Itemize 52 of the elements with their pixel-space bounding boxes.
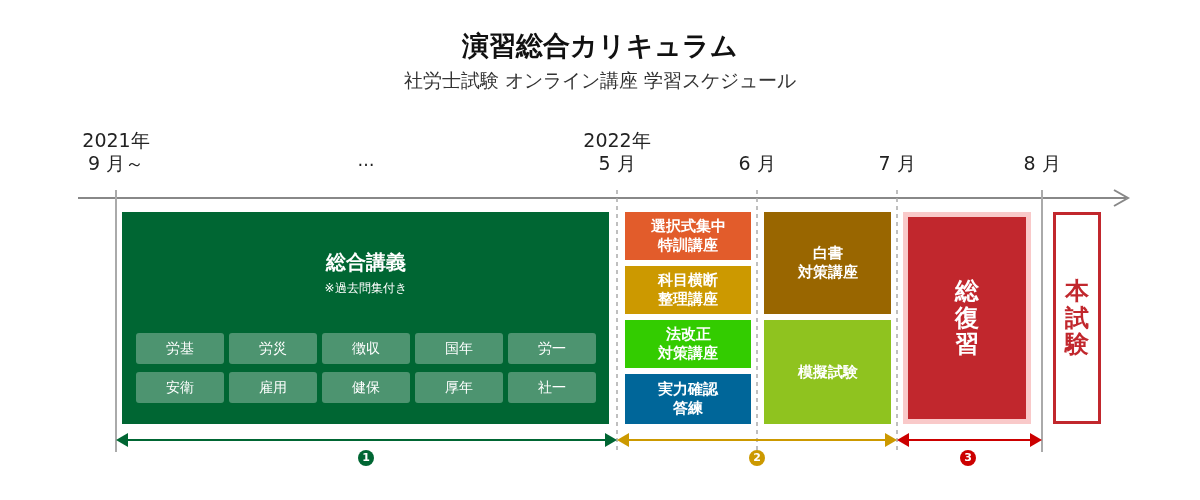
- course-box: [625, 374, 751, 424]
- node-label: 安衛: [166, 378, 194, 397]
- node-label: 選択式集中特訓講座: [650, 217, 726, 255]
- year-label: 2021年: [82, 128, 150, 153]
- node-label: 徴収: [352, 339, 380, 358]
- month-label: 6 月: [738, 151, 776, 176]
- ellipsis: …: [357, 150, 375, 170]
- node-label: 実力確認答練: [658, 380, 718, 418]
- node-label: 労基: [166, 339, 194, 358]
- exam-box: [1053, 212, 1101, 424]
- step-number: 2: [753, 450, 761, 466]
- course-panel: [122, 212, 609, 424]
- step-number: 3: [964, 450, 972, 466]
- title: 演習総合カリキュラム: [462, 29, 738, 63]
- node-label: 模擬試験: [797, 362, 858, 382]
- course-box: [764, 212, 891, 314]
- node-label: 法改正対策講座: [658, 325, 718, 363]
- subject-tag: [415, 372, 503, 403]
- node-label: 白書対策講座: [797, 244, 858, 282]
- node-label: 健保: [352, 378, 380, 397]
- subject-tag: [322, 372, 410, 403]
- month-label: 8 月: [1023, 151, 1061, 176]
- node-label: 雇用: [259, 378, 287, 397]
- subject-tag: [508, 372, 596, 403]
- node-label: 労災: [259, 339, 287, 358]
- subject-tag: [322, 333, 410, 364]
- month-label: 9 月～: [87, 151, 145, 176]
- subtitle: 社労士試験 オンライン講座 学習スケジュール: [403, 68, 797, 93]
- node-label: 総合講義: [325, 249, 406, 276]
- course-box: [625, 266, 751, 314]
- course-box: [625, 212, 751, 260]
- subject-tag: [229, 333, 317, 364]
- subject-tag: [415, 333, 503, 364]
- subject-tag: [229, 372, 317, 403]
- node-label: 社一: [538, 378, 566, 397]
- node-label: 総復習: [955, 278, 979, 358]
- node-label: ※過去問集付き: [324, 280, 407, 297]
- node-label: 本試験: [1065, 278, 1089, 358]
- node-label: 厚年: [445, 378, 473, 397]
- step-number: 1: [362, 450, 370, 466]
- course-box: [764, 320, 891, 424]
- month-label: 5 月: [598, 151, 636, 176]
- subject-tag: [508, 333, 596, 364]
- month-label: 7 月: [878, 151, 916, 176]
- course-box: [625, 320, 751, 368]
- node-label: 科目横断整理講座: [658, 271, 718, 309]
- subject-tag: [136, 372, 224, 403]
- subject-tag: [136, 333, 224, 364]
- review-box: [903, 212, 1031, 424]
- node-label: 国年: [445, 339, 473, 358]
- year-label: 2022年: [583, 128, 651, 153]
- node-label: 労一: [538, 339, 566, 358]
